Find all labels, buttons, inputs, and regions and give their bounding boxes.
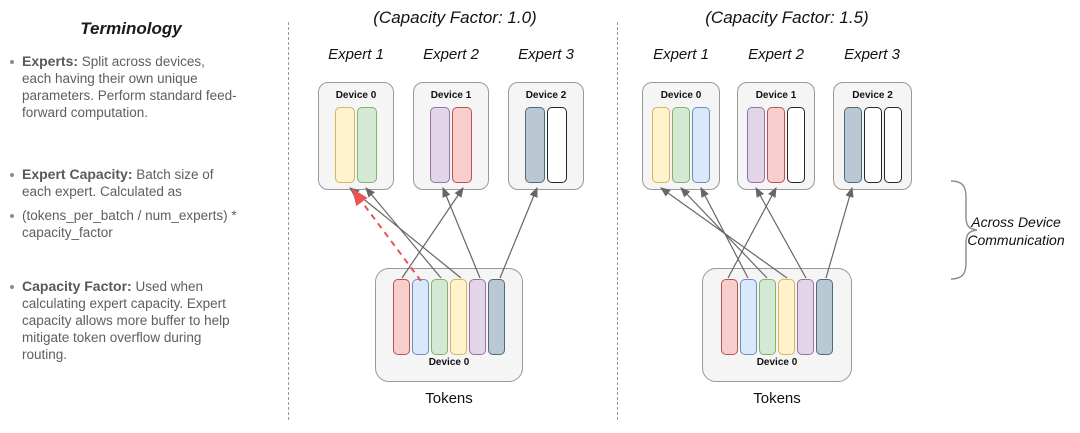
device-box-0: Device 0 [642, 82, 720, 190]
device-box-1: Device 1 [737, 82, 815, 190]
device-label: Device 0 [660, 90, 702, 101]
device-box-1: Device 1 [413, 82, 489, 190]
bullet-expert-capacity: Expert Capacity: Batch size of each expe… [8, 166, 280, 200]
device-box-0: Device 0 [318, 82, 394, 190]
tokens-caption: Tokens [425, 390, 473, 407]
purple-token [797, 279, 814, 355]
expert-1-label: Expert 1 [653, 46, 709, 63]
device-box-2: Device 2 [508, 82, 584, 190]
bullet-experts: Experts: Split across devices, each havi… [8, 53, 280, 121]
expert-3-label: Expert 3 [518, 46, 574, 63]
arrow-yellow-token-to-expert1-yellow-slot [660, 187, 788, 279]
arrow-slate-token-to-expert3-slate-slot [825, 186, 854, 279]
expert-2-label: Expert 2 [748, 46, 804, 63]
token-row [376, 279, 522, 355]
red-slot [452, 107, 472, 183]
white-slot [787, 107, 805, 183]
expert-capacity-slots [738, 107, 814, 183]
arrow-yellow-token-to-expert1-yellow-slot [349, 187, 462, 279]
green-token [759, 279, 776, 355]
bullet-capacity-factor-text: Capacity Factor: Used when calculating e… [22, 278, 230, 362]
arrow-slate-token-to-expert3-slate-slot [499, 186, 538, 279]
bullet-capacity-formula-text: (tokens_per_batch / num_experts) * capac… [22, 208, 237, 240]
terminology-title: Terminology [80, 19, 182, 39]
diagram-title: (Capacity Factor: 1.0) [373, 8, 537, 27]
device-label: Device 1 [430, 90, 472, 101]
slate-token [816, 279, 833, 355]
purple-token [469, 279, 486, 355]
blue-token [740, 279, 757, 355]
device-label: Device 2 [852, 90, 893, 101]
bullet-expert-capacity-text: Expert Capacity: Batch size of each expe… [22, 166, 214, 199]
device-label: Device 1 [755, 90, 797, 101]
expert-capacity-slots [319, 107, 393, 183]
blue-token [412, 279, 429, 355]
tokens-device-box: Device 0 [702, 268, 852, 382]
arrow-red-token-to-expert2-red-slot [727, 186, 777, 279]
red-token [721, 279, 738, 355]
device-box-2: Device 2 [833, 82, 912, 190]
green-slot [357, 107, 377, 183]
slate-token [488, 279, 505, 355]
red-slot [767, 107, 785, 183]
yellow-slot [335, 107, 355, 183]
bullet-dot [10, 214, 14, 218]
arrow-green-token-to-expert1-green-slot [680, 187, 768, 279]
dashed-divider [617, 22, 618, 420]
purple-slot [747, 107, 765, 183]
expert-capacity-slots [414, 107, 488, 183]
tokens-device-label: Device 0 [756, 357, 798, 368]
bullet-dot [10, 285, 14, 289]
bullet-experts-text: Experts: Split across devices, each havi… [22, 53, 237, 120]
expert-1-label: Expert 1 [328, 46, 384, 63]
token-row [703, 279, 851, 355]
arrow-green-token-to-expert1-green-slot [365, 187, 442, 279]
purple-slot [430, 107, 450, 183]
expert-capacity-slots [509, 107, 583, 183]
bullet-dot [10, 60, 14, 64]
yellow-slot [652, 107, 670, 183]
bullet-capacity-formula: (tokens_per_batch / num_experts) * capac… [8, 207, 280, 241]
yellow-token [450, 279, 467, 355]
expert-2-label: Expert 2 [423, 46, 479, 63]
expert-capacity-slots [643, 107, 719, 183]
dashed-divider [288, 22, 289, 420]
slate-slot [525, 107, 545, 183]
green-slot [672, 107, 690, 183]
yellow-token [778, 279, 795, 355]
slate-slot [843, 107, 862, 183]
tokens-device-label: Device 0 [428, 357, 470, 368]
red-token [393, 279, 410, 355]
bullet-capacity-factor: Capacity Factor: Used when calculating e… [8, 278, 280, 363]
blue-slot [692, 107, 710, 183]
arrow-purple-token-to-expert2-purple-slot [755, 186, 807, 279]
expert-capacity-slots [834, 107, 911, 183]
arrow-purple-token-to-expert2-purple-slot [442, 186, 481, 279]
arrow-blue-token-to-expert1-blue-slot [700, 186, 749, 279]
across-device-communication-label: Across Device Communication [967, 214, 1065, 248]
arrow-red-token-to-expert2-red-slot [401, 187, 464, 279]
bullet-dot [10, 173, 14, 177]
expert-3-label: Expert 3 [844, 46, 900, 63]
white-slot [863, 107, 882, 183]
white-slot [547, 107, 567, 183]
tokens-caption: Tokens [753, 390, 801, 407]
device-label: Device 2 [525, 90, 567, 101]
green-token [431, 279, 448, 355]
white-slot [883, 107, 902, 183]
diagram-title: (Capacity Factor: 1.5) [705, 8, 869, 27]
device-label: Device 0 [335, 90, 377, 101]
tokens-device-box: Device 0 [375, 268, 523, 382]
